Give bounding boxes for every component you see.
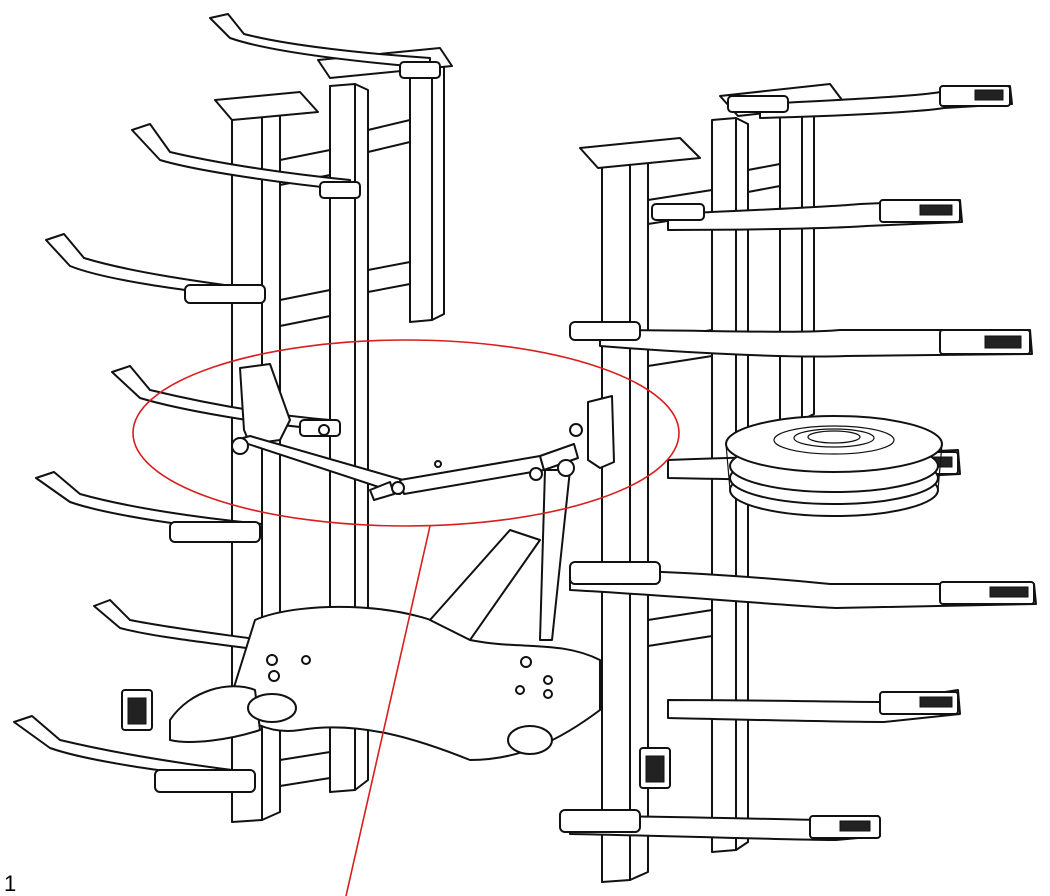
leader-line bbox=[345, 525, 431, 896]
disc-wheel bbox=[725, 415, 943, 517]
part-label: 1 bbox=[4, 871, 17, 896]
top-link-hitch bbox=[231, 363, 615, 641]
highlight-ellipse bbox=[132, 339, 680, 527]
right-frame-section bbox=[559, 83, 1037, 883]
center-cross-beam bbox=[169, 529, 601, 761]
